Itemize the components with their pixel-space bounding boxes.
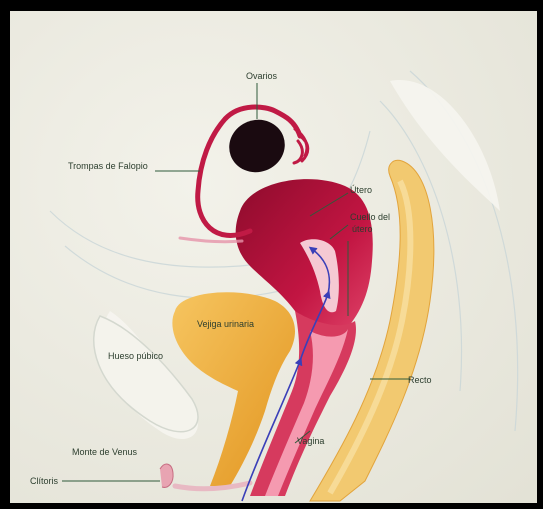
label-cuello-line2: útero xyxy=(352,224,373,234)
label-cuello-line1: Cuello del xyxy=(350,212,390,222)
label-clitoris: Clítoris xyxy=(30,476,59,486)
label-utero: Útero xyxy=(350,185,372,195)
label-monte: Monte de Venus xyxy=(72,447,138,457)
label-vagina: Vagina xyxy=(297,436,324,446)
clitoris xyxy=(160,464,173,487)
label-ovarios: Ovarios xyxy=(246,71,278,81)
label-recto: Recto xyxy=(408,375,432,385)
label-trompas: Trompas de Falopio xyxy=(68,161,148,171)
label-hueso: Hueso púbico xyxy=(108,351,163,361)
anatomy-diagram: Ovarios Trompas de Falopio Útero Cuello … xyxy=(10,11,537,503)
label-vejiga: Vejiga urinaria xyxy=(197,319,254,329)
